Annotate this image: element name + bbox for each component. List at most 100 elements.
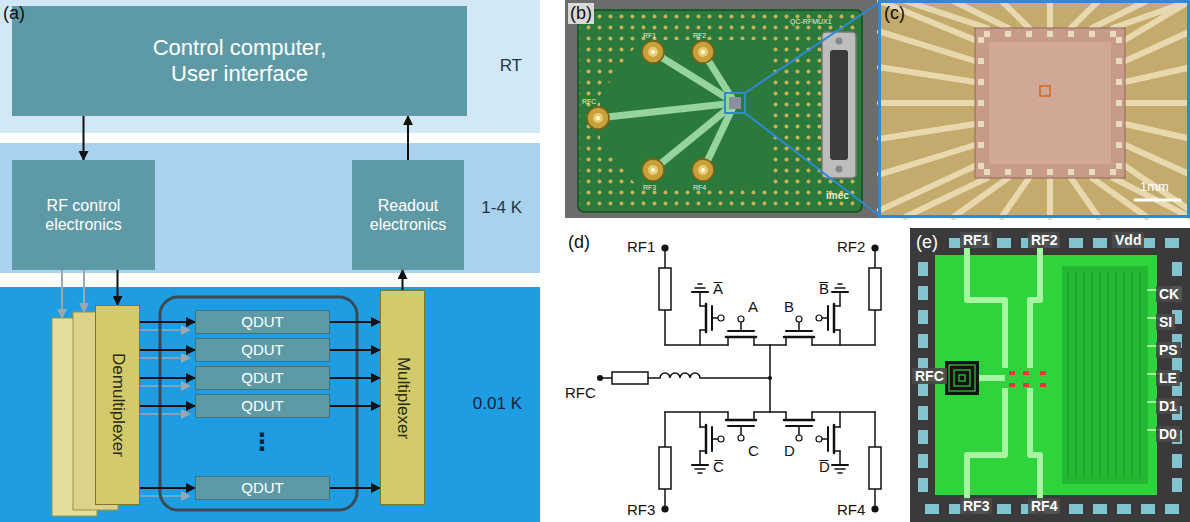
pcb-board [578, 10, 862, 212]
circuit-wire [695, 287, 705, 289]
demux-copy [73, 312, 118, 510]
circuit-wire [770, 411, 786, 413]
bond-pad [1116, 79, 1122, 85]
digital-rows [1068, 272, 1069, 478]
circuit-wire [698, 472, 702, 474]
box-label: QDUT [241, 313, 284, 331]
pin-label: Vdd [1112, 232, 1144, 248]
control-arrow [83, 270, 85, 312]
io-pad [925, 504, 939, 514]
silkscreen-label: RF3 [643, 184, 656, 192]
pin-label: RF4 [1028, 498, 1060, 514]
signal-label: A̅ [712, 280, 724, 297]
switch-device [1040, 371, 1046, 375]
switch-device [1009, 383, 1015, 387]
signal-label: D [783, 442, 796, 459]
panel-letter: (b) [568, 3, 594, 24]
circuit-wire [665, 344, 728, 346]
zoom-line [745, 113, 880, 216]
sma-pin [701, 168, 705, 172]
circuit-wire [712, 317, 718, 319]
terminal-dot [796, 316, 802, 322]
circuit-wire [726, 336, 756, 339]
circuit-wire [700, 305, 706, 307]
sma-pin [596, 116, 600, 120]
layout-ground [910, 228, 1190, 522]
circuit-wire [838, 283, 842, 285]
pin-label: RF3 [960, 498, 992, 514]
transmission-line [869, 268, 881, 310]
pin-label: RFC [912, 368, 947, 384]
circuit-wire [832, 464, 848, 466]
circuit-wire [695, 468, 705, 470]
terminal-dot [662, 245, 668, 251]
junction-dot [768, 376, 772, 380]
bond-pad [1116, 58, 1122, 64]
bond-pad [978, 163, 984, 169]
bond-pad [1110, 31, 1116, 37]
terminal-dot [662, 506, 668, 512]
circuit-wire [874, 310, 876, 345]
band-label: 1-4 K [481, 198, 522, 218]
box-label: Control computer, User interface [135, 35, 345, 88]
bond-lead [905, 178, 987, 217]
band-label: RT [500, 56, 522, 76]
chip-die [975, 28, 1125, 178]
circuit-wire [699, 330, 701, 345]
rf-trace [979, 375, 1005, 381]
pin-label: PS [1156, 342, 1181, 358]
control-arrow [140, 413, 190, 415]
panel-letter: (d) [568, 232, 590, 253]
bond-lead [880, 124, 975, 139]
box-label: Readout electronics [358, 196, 458, 234]
circuit-wire [754, 411, 770, 413]
switch-device [1040, 383, 1046, 387]
box-label: QDUT [241, 369, 284, 387]
dsub-connector [822, 32, 856, 178]
signal-label: C [747, 442, 760, 459]
circuit-wire [699, 451, 701, 465]
qdut-box: QDUT [195, 338, 330, 362]
io-pad [1069, 238, 1083, 248]
io-pad [1165, 504, 1179, 514]
bond-lead [1047, 178, 1053, 217]
bond-pad [1005, 31, 1011, 37]
io-pad [918, 454, 928, 468]
zoom-line [745, 2, 880, 93]
digital-rows [1124, 272, 1125, 478]
pin-label: RF2 [1028, 232, 1060, 248]
signal-arrow [407, 116, 409, 160]
switch-device [1023, 371, 1029, 375]
bond-lead [1125, 100, 1190, 106]
scale-bar [1135, 199, 1180, 202]
sma-pin-ring [698, 47, 708, 57]
signal-label: B [783, 298, 795, 315]
qdut-box: QDUT [195, 476, 330, 500]
bond-lead [1125, 166, 1190, 210]
signal-arrow [402, 270, 404, 290]
circuit-wire [700, 377, 770, 379]
io-pad [997, 238, 1011, 248]
bond-pad [1110, 169, 1116, 175]
temperature-band: 1-4 K RF control electronics Readout elect… [0, 143, 540, 273]
silkscreen-label: RF4 [693, 184, 706, 192]
bond-pad [978, 37, 984, 43]
ellipsis-mark: ⋮ [250, 428, 274, 456]
digital-rows [1108, 272, 1109, 478]
pin-label: SI [1156, 314, 1175, 330]
circuit-wire [770, 344, 786, 346]
dsub-screw [836, 38, 843, 45]
digital-rows [1092, 272, 1093, 478]
bond-lead [1002, 178, 1029, 217]
box-label: QDUT [241, 397, 284, 415]
signal-label: RF4 [836, 501, 866, 518]
io-pad [997, 504, 1011, 514]
io-pad [918, 382, 928, 396]
terminal-dot [872, 506, 878, 512]
box-label: Demultiplexer [107, 353, 127, 457]
bond-pad [1047, 169, 1053, 175]
process-box: RF control electronics [12, 160, 155, 270]
circuit-wire [822, 317, 828, 319]
circuit-wire [700, 450, 706, 452]
demultiplexer-box: Demultiplexer [95, 305, 140, 505]
